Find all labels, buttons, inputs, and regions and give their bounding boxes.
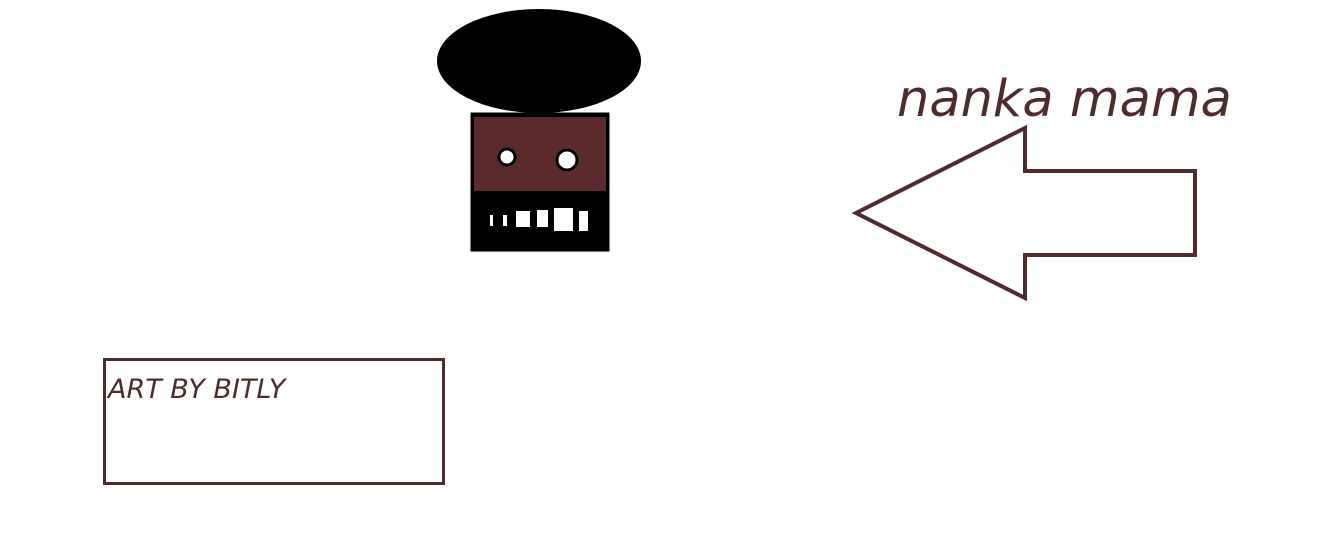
character-tooth <box>516 211 530 227</box>
character-tooth <box>503 215 507 226</box>
left-arrow-shape <box>851 124 1197 302</box>
credit-text: ART BY BITLY <box>108 374 286 405</box>
character-tooth <box>537 210 548 227</box>
character-tooth <box>579 211 588 231</box>
character-hair <box>437 9 641 113</box>
character-face <box>474 117 606 191</box>
character-tooth <box>490 215 493 226</box>
credit-box: ART BY BITLY <box>103 358 445 485</box>
character-tooth <box>554 208 573 231</box>
caption-text: nanka mama <box>897 70 1232 129</box>
character-left-eye <box>497 147 517 167</box>
character-right-eye <box>555 148 579 172</box>
